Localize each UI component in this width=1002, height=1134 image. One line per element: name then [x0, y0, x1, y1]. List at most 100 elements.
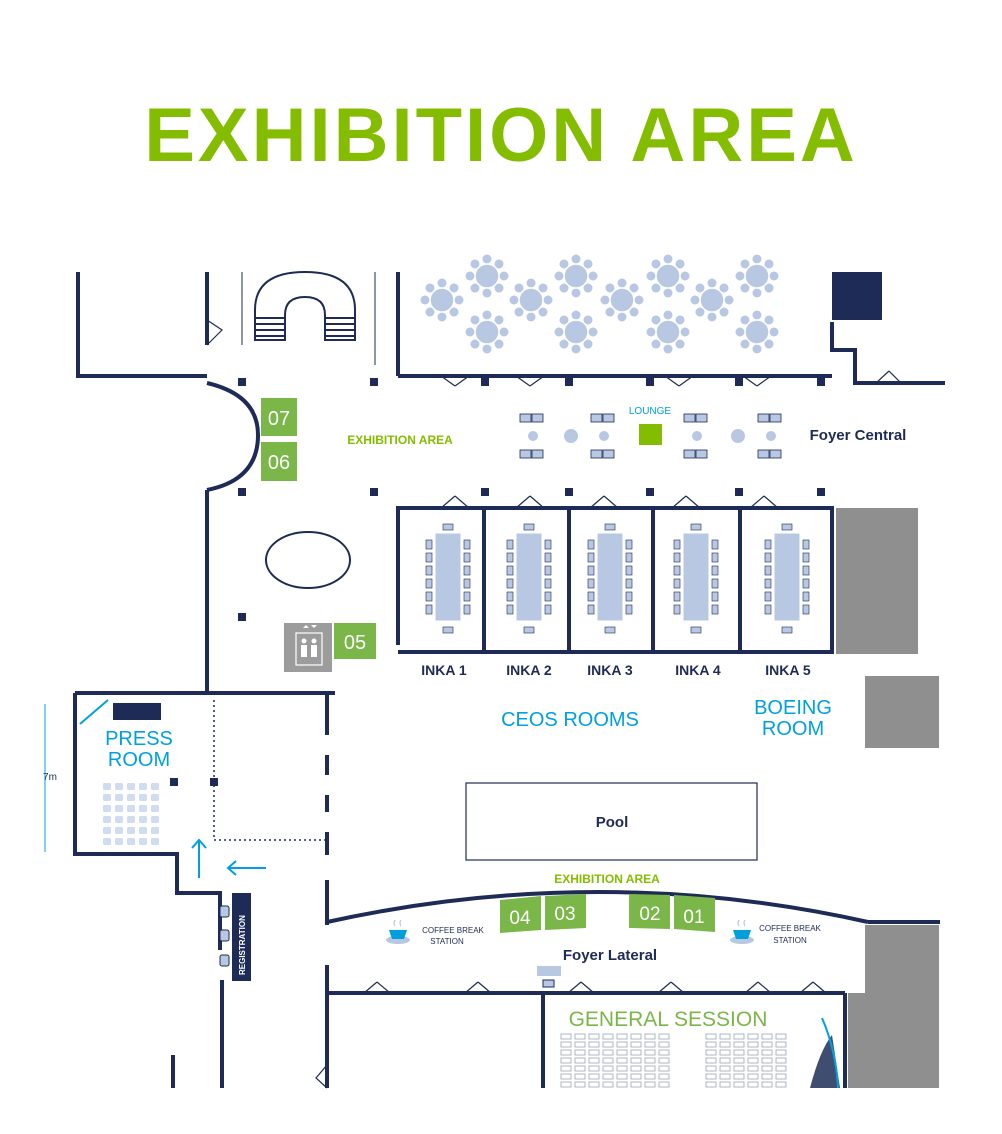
- room-label-inka-2: INKA 2: [506, 662, 552, 678]
- round-table: [554, 254, 598, 298]
- press-seat: [115, 816, 123, 823]
- session-seat: [630, 1081, 642, 1088]
- session-seat: [602, 1073, 614, 1080]
- session-seat: [616, 1073, 628, 1080]
- session-seat: [644, 1081, 656, 1088]
- press-seat: [115, 827, 123, 834]
- session-seat: [560, 1081, 572, 1088]
- round-table: [420, 278, 464, 322]
- round-table: [554, 310, 598, 354]
- lounge-chair: [695, 449, 708, 459]
- press-seat: [139, 794, 147, 801]
- lounge-marker: [639, 424, 662, 445]
- ceos-rooms-label: CEOS ROOMS: [501, 709, 639, 731]
- session-seat: [644, 1049, 656, 1056]
- doors: [206, 319, 902, 1089]
- press-seat: [151, 805, 159, 812]
- coffee-station-label: COFFEE BREAK: [422, 926, 484, 935]
- press-seat: [151, 816, 159, 823]
- coffee-cup-icon: [730, 919, 754, 944]
- session-seat: [574, 1073, 586, 1080]
- session-seat: [644, 1073, 656, 1080]
- press-seat: [127, 838, 135, 845]
- route-path: [213, 700, 325, 841]
- meeting-table: [587, 523, 633, 634]
- session-seat: [719, 1033, 731, 1040]
- session-seat: [644, 1033, 656, 1040]
- session-seat: [775, 1033, 787, 1040]
- round-table: [646, 310, 690, 354]
- booth-05[interactable]: 05: [334, 623, 376, 659]
- meeting-table: [506, 523, 552, 634]
- press-seat: [103, 827, 111, 834]
- coffee-station-label: STATION: [773, 936, 807, 945]
- press-seat: [139, 838, 147, 845]
- session-seat: [761, 1041, 773, 1048]
- session-seat: [747, 1049, 759, 1056]
- lounge-chair: [531, 449, 544, 459]
- session-seat: [658, 1073, 670, 1080]
- session-seat: [733, 1073, 745, 1080]
- lounge-table: [599, 431, 609, 441]
- arrow-up-icon: [191, 838, 207, 878]
- lounge-chair: [519, 449, 532, 459]
- round-table: [690, 278, 734, 322]
- press-seat: [139, 783, 147, 790]
- press-seat: [139, 827, 147, 834]
- lounge-chair: [590, 413, 603, 423]
- session-seat: [630, 1065, 642, 1072]
- lounge-chair: [757, 413, 770, 423]
- banquet-tables: [420, 254, 779, 354]
- session-seat: [574, 1049, 586, 1056]
- round-table: [509, 278, 553, 322]
- session-seat: [705, 1049, 717, 1056]
- session-seat: [775, 1081, 787, 1088]
- session-seat: [705, 1041, 717, 1048]
- session-seat: [560, 1073, 572, 1080]
- pool: [465, 782, 758, 861]
- session-seat: [658, 1065, 670, 1072]
- lounge-chair: [683, 413, 696, 423]
- booth-number: 05: [344, 632, 366, 654]
- press-seat: [103, 783, 111, 790]
- registration-chairs: [219, 905, 230, 967]
- session-seat: [630, 1073, 642, 1080]
- booth-06[interactable]: 06: [261, 442, 297, 481]
- booth-01[interactable]: 01: [674, 895, 715, 932]
- session-seat: [658, 1049, 670, 1056]
- coffee-cup-icon: [386, 919, 410, 944]
- round-table: [465, 310, 509, 354]
- session-seat: [733, 1057, 745, 1064]
- session-seat: [775, 1057, 787, 1064]
- pillars: [170, 378, 825, 786]
- session-seat: [705, 1081, 717, 1088]
- booth-number: 03: [554, 904, 575, 925]
- stage-accent: [821, 1017, 839, 1089]
- session-seat: [588, 1057, 600, 1064]
- press-room-label: PRESS: [105, 728, 173, 750]
- lounge-label: LOUNGE: [629, 406, 672, 417]
- session-seat: [719, 1065, 731, 1072]
- session-seat: [616, 1057, 628, 1064]
- press-seat: [103, 794, 111, 801]
- booth-03[interactable]: 03: [545, 894, 586, 930]
- round-table: [465, 254, 509, 298]
- foyer-central-label: Foyer Central: [810, 427, 907, 444]
- press-seat: [151, 794, 159, 801]
- booth-07[interactable]: 07: [261, 398, 297, 436]
- meeting-table: [673, 523, 719, 634]
- staircase: [254, 270, 356, 341]
- room-label-inka-3: INKA 3: [587, 662, 633, 678]
- session-seat: [588, 1081, 600, 1088]
- booth-04[interactable]: 04: [500, 896, 541, 933]
- session-seat: [588, 1033, 600, 1040]
- booth-number: 07: [268, 408, 290, 430]
- lounge-chair: [531, 413, 544, 423]
- lounge-chair: [602, 449, 615, 459]
- booth-02[interactable]: 02: [629, 894, 670, 929]
- session-seat: [630, 1057, 642, 1064]
- session-seat: [761, 1033, 773, 1040]
- round-table: [646, 254, 690, 298]
- exhibition-area-label: EXHIBITION AREA: [554, 872, 660, 886]
- gray-block: [865, 676, 939, 748]
